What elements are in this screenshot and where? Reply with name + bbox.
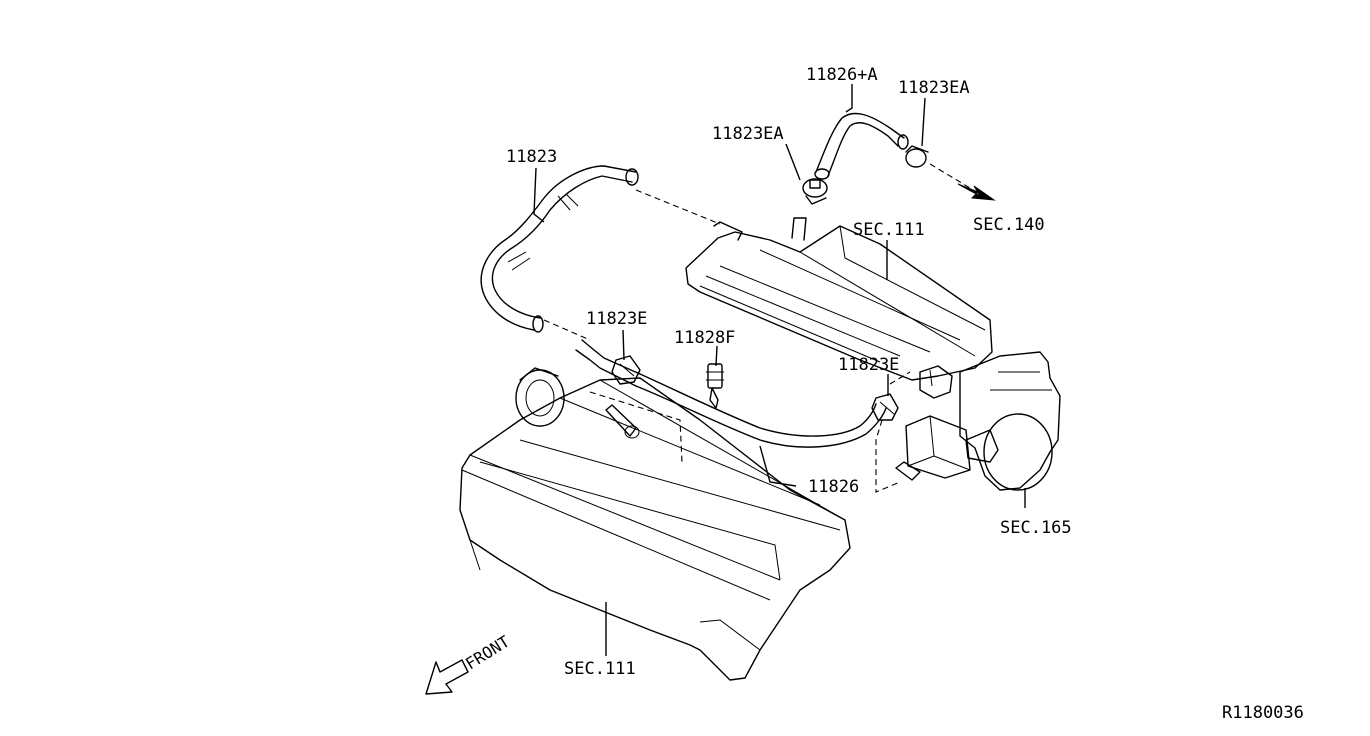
arrow-to-sec140 — [957, 183, 996, 201]
leader-lines — [533, 84, 1026, 656]
label-sec111-lower: SEC.111 — [564, 659, 636, 679]
clamp-11823e-left — [611, 355, 641, 385]
label-front: FRONT — [462, 632, 513, 674]
clamp-11823ea-left — [802, 178, 828, 205]
label-11823e-left: 11823E — [586, 309, 647, 329]
label-11828f: 11828F — [674, 328, 735, 348]
label-11823ea-left: 11823EA — [712, 124, 784, 144]
cylinder-head-block — [459, 367, 851, 681]
pcv-valve-11828f — [706, 363, 724, 409]
throttle-body — [895, 351, 1061, 491]
upper-intake-manifold — [685, 217, 993, 381]
hose-11826 — [575, 339, 887, 448]
connection-lines — [543, 163, 991, 493]
label-11823: 11823 — [506, 147, 557, 167]
label-ref-code: R1180036 — [1222, 703, 1304, 723]
label-11823e-right: 11823E — [838, 355, 899, 375]
label-11823ea-right: 11823EA — [898, 78, 970, 98]
clamp-11823e-right — [871, 393, 899, 421]
label-11826-plus-a: 11826+A — [806, 65, 878, 85]
clamp-11823ea-right — [905, 145, 929, 168]
front-arrow — [425, 659, 469, 695]
label-11826: 11826 — [808, 477, 859, 497]
label-sec111-upper: SEC.111 — [853, 220, 925, 240]
breather-hose-11823 — [480, 165, 639, 333]
label-sec140: SEC.140 — [973, 215, 1045, 235]
label-sec165: SEC.165 — [1000, 518, 1072, 538]
hose-11826-plus-a — [814, 112, 909, 180]
